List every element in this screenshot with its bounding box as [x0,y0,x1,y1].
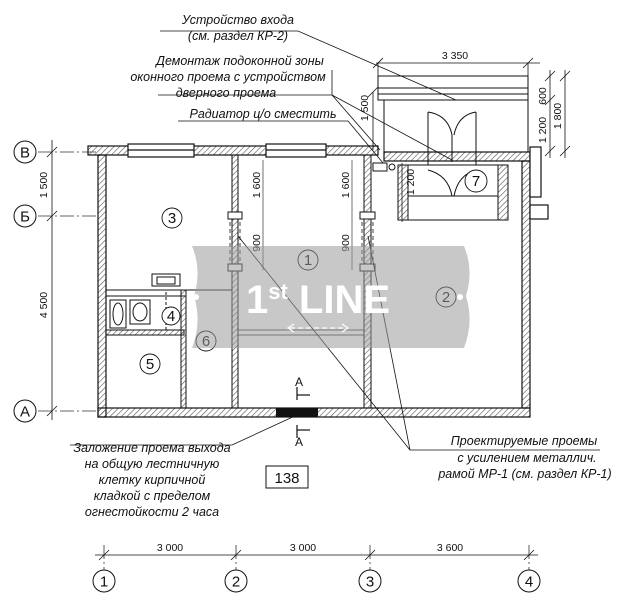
entrance-porch [372,75,529,221]
note-openings-line-2: с усилением металлич. [457,451,596,465]
note-openings-line-3: рамой МР-1 (см. раздел КР-1) [437,467,611,481]
bathroom-fixtures [109,273,181,330]
dim-wall2-1600: 1 600 [340,172,352,198]
dim-porch-1800: 1 800 [552,103,564,129]
note-stair-line-3: клетку кирпичной [99,473,206,487]
dim-vestibule-1200: 1 200 [405,169,417,195]
svg-text:7: 7 [472,173,480,190]
watermark-logo: 1st LINE [192,246,470,348]
sheet-number: 138 [274,470,299,487]
note-openings-line-1: Проектируемые проемы [451,434,597,448]
porch-dimension-lines [367,57,571,222]
axis-bubble-b: Б [13,204,37,228]
note-stair-line-2: на общую лестничную [85,457,220,471]
dim-porch-600: 600 [537,87,549,105]
room-marker-3: 3 [161,207,183,229]
dim-bottom-3: 3 600 [437,542,463,554]
dim-porch-width: 3 350 [442,50,468,62]
svg-text:2: 2 [232,574,240,591]
axis-bubble-2: 2 [224,569,248,593]
dim-bottom-1: 3 000 [157,542,183,554]
axis-bubble-4: 4 [517,569,541,593]
note-radiator: Радиатор ц/о сместить [189,107,336,121]
svg-text:5: 5 [146,356,154,373]
note-entrance-line-1: Устройство входа [181,13,294,27]
svg-text:4: 4 [167,308,175,325]
dim-left-4500: 4 500 [38,292,50,318]
dim-porch-1500: 1 500 [359,95,371,121]
note-sill-line-3: дверного проема [176,86,277,100]
svg-text:3: 3 [366,574,374,591]
axis-bubble-v: В [13,140,37,164]
note-sill-line-2: оконного проема с устройством [130,70,326,84]
svg-text:3: 3 [168,210,176,227]
svg-text:А: А [20,404,30,421]
sheet-number-box: 138 [265,465,309,489]
section-mark-bottom: А [295,435,303,449]
axis-bubble-1: 1 [92,569,116,593]
dim-bottom-2: 3 000 [290,542,316,554]
note-stair-line-4: кладкой с пределом [94,489,211,503]
dim-porch-1200: 1 200 [537,117,549,143]
left-dimension-line [46,140,58,420]
section-mark-top: А [295,375,303,389]
svg-text:В: В [20,145,30,162]
room-marker-4: 4 [161,306,181,326]
dim-wall1-1600: 1 600 [251,172,263,198]
section-mark [296,387,310,438]
svg-text:1: 1 [100,574,108,591]
axis-bubble-a: А [13,399,37,423]
axis-bubble-3: 3 [358,569,382,593]
svg-text:Б: Б [20,209,30,226]
stair-opening-infill [276,408,318,417]
dim-left-1500: 1 500 [38,172,50,198]
note-stair-line-1: Заложение проема выхода [73,441,230,455]
note-entrance-line-2: (см. раздел КР-2) [188,29,288,43]
svg-text:1st LINE: 1st LINE [246,278,390,322]
room-marker-5: 5 [139,353,161,375]
note-sill-line-1: Демонтаж подоконной зоны [154,54,324,68]
note-stair-line-5: огнестойкости 2 часа [85,505,219,519]
bottom-dimension-line [95,549,538,561]
svg-text:4: 4 [525,574,533,591]
room-marker-7: 7 [464,169,488,193]
